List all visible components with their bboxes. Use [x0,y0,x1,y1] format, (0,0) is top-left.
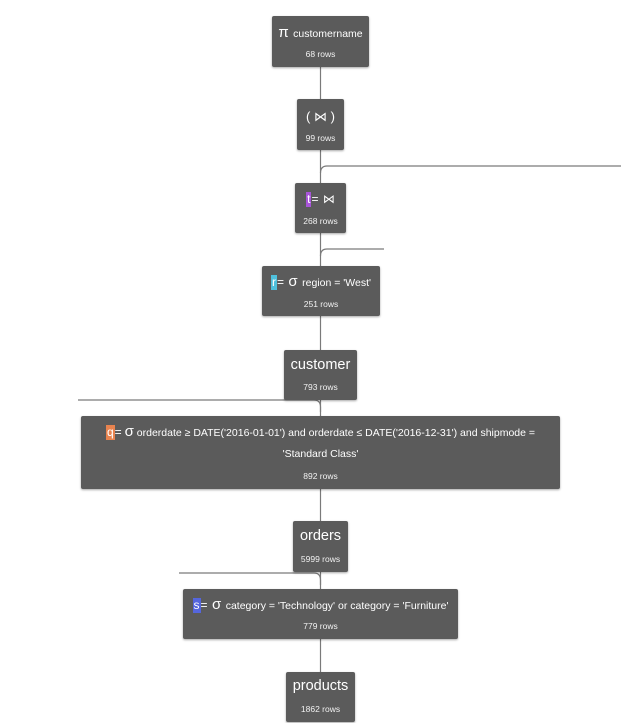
selection-symbol: σ [288,273,298,290]
selection-symbol: σ [124,423,134,440]
node-select-orders[interactable]: q= σ orderdate ≥ DATE('2016-01-01') and … [81,416,560,489]
edge-orders-left-branch [179,572,322,585]
selection-condition: region = 'West' [302,277,372,289]
row-count: 892 rows [303,471,338,481]
alias-badge-s: s [192,598,201,613]
selection-symbol: σ [211,596,222,613]
alias-equals: = [200,598,208,612]
node-relation-customer[interactable]: customer 793 rows [284,350,357,400]
alias-badge-t: t [306,192,312,207]
row-count: 5999 rows [300,554,341,564]
edge-join2-right-branch [319,248,384,257]
join-symbol: ( ⋈ ) [306,109,335,124]
node-projection[interactable]: π customername 68 rows [272,16,369,67]
row-count: 68 rows [305,49,336,59]
row-count: 1862 rows [300,704,341,714]
node-relation-products[interactable]: products 1862 rows [286,672,355,722]
row-count: 251 rows [303,299,339,309]
node-join-t[interactable]: t= ⋈ 268 rows [295,183,346,233]
node-select-category[interactable]: s= σ category = 'Technology' or category… [183,589,458,639]
row-count: 793 rows [303,382,338,392]
node-select-region[interactable]: r= σ region = 'West' 251 rows [262,266,380,316]
selection-condition: orderdate ≥ DATE('2016-01-01') and order… [136,427,536,460]
selection-condition: category = 'Technology' or category = 'F… [225,600,449,612]
row-count: 268 rows [303,216,338,226]
alias-badge-q: q [105,425,115,440]
row-count: 779 rows [303,621,338,631]
alias-equals: = [276,275,284,289]
alias-equals: = [114,425,122,439]
projection-columns: customername [293,28,363,40]
join-symbol: ⋈ [322,192,335,206]
projection-symbol: π [278,24,289,41]
relation-name: products [292,678,349,694]
node-relation-orders[interactable]: orders 5999 rows [293,521,348,572]
edge-join1-right-branch [319,165,621,174]
row-count: 99 rows [305,133,336,143]
relation-name: customer [290,357,351,373]
edge-customer-left-branch [78,399,322,412]
alias-equals: = [311,192,319,206]
relation-name: orders [299,528,342,544]
alias-badge-r: r [270,275,277,290]
node-join-outer[interactable]: ( ⋈ ) 99 rows [297,99,344,150]
